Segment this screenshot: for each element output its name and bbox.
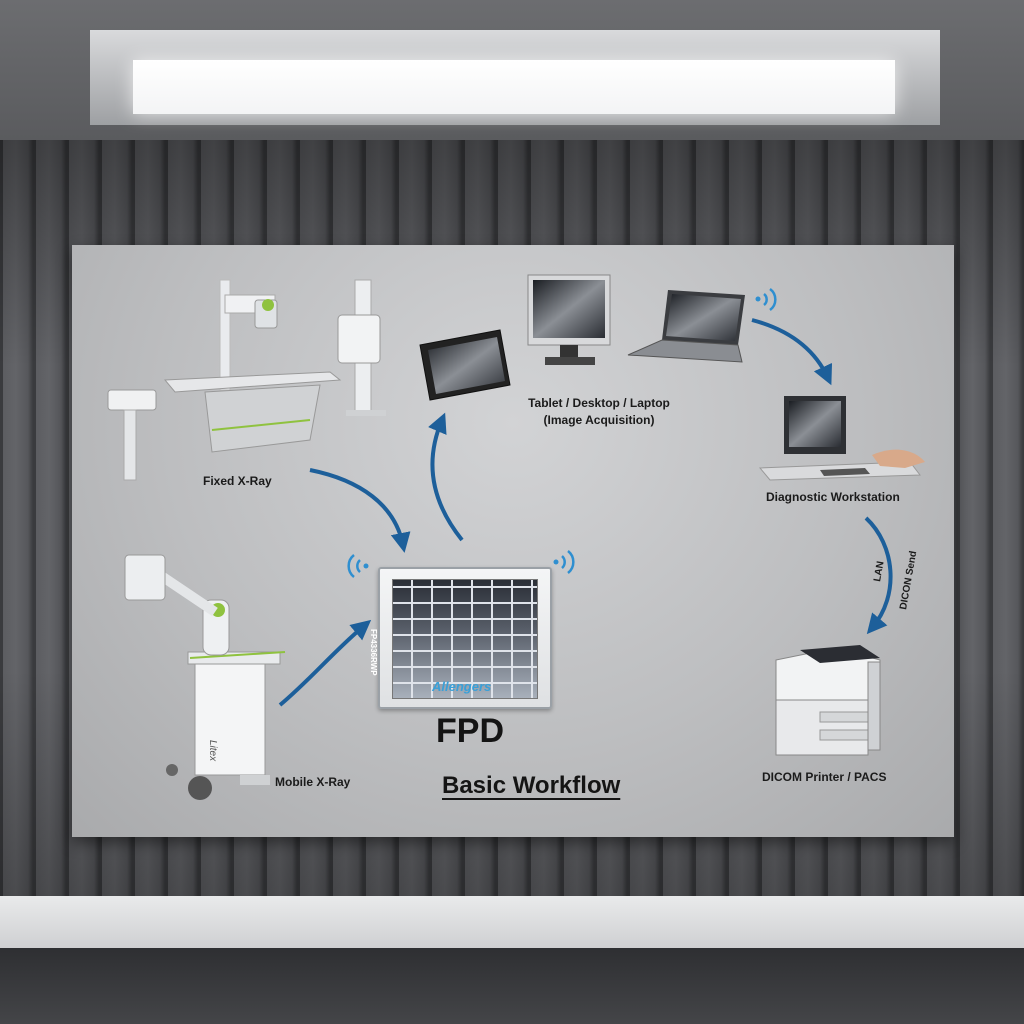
printer-icon [775,645,881,756]
workstation-label: Diagnostic Workstation [766,490,900,504]
dicom-send-label: DICON Send [898,550,919,610]
tablet-icon [419,329,511,401]
lan-label: LAN [872,560,886,582]
laptop-icon [627,290,745,363]
mobile-xray-label: Mobile X-Ray [275,775,351,789]
arrow-fpd-to-acquisition [428,412,464,542]
acquisition-label-line2: (Image Acquisition) [543,413,655,427]
floor-ledge [0,896,1024,948]
wifi-icon-fpd-right [553,550,575,574]
workstation-icon [758,396,925,481]
floor [0,948,1024,1024]
fixed-xray-icon [107,279,386,481]
arrow-mobile-to-fpd [278,619,372,707]
arrow-workstation-to-printer [864,516,893,635]
fpd-brand-label: Allengers [432,679,492,694]
wifi-icon-fpd-left [347,554,369,578]
fpd-model-label: FP4336RWP [369,629,378,676]
arrow-fixed-to-fpd [309,468,411,553]
ceiling-light-panel [133,60,895,114]
mobile-xray-icon: Litex [124,554,286,800]
fpd-title: FPD [436,712,504,750]
fixed-xray-label: Fixed X-Ray [203,474,272,488]
arrow-laptop-to-workstation [751,318,833,386]
fpd-detector-surface [392,579,538,699]
mobile-unit-brand: Litex [207,740,218,762]
desktop-icon [527,274,611,365]
fpd-panel: FP4336RWP Allengers [369,567,552,709]
wifi-icon-laptop [755,287,777,312]
diagram-title: Basic Workflow [442,772,621,799]
acquisition-label-line1: Tablet / Desktop / Laptop [528,396,670,410]
printer-label: DICOM Printer / PACS [762,770,887,784]
